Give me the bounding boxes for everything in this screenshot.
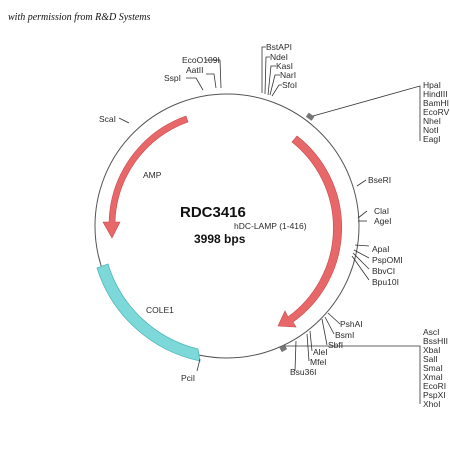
site-bsmi: BsmI <box>335 330 354 340</box>
mcs1-site: EagI <box>423 134 441 144</box>
site-apai: ApaI <box>372 244 390 254</box>
site-bstapi: BstAPI <box>266 42 292 52</box>
mcs1-site: HindIII <box>423 89 448 99</box>
mcs2-site: XmaI <box>423 372 443 382</box>
site-pspomi: PspOMI <box>372 255 403 265</box>
plasmid-name: RDC3416 <box>180 204 246 221</box>
mcs1-list: HpaI HindIII BamHI EcoRV NheI NotI EagI <box>423 80 450 144</box>
plasmid-size: 3998 bps <box>194 232 246 246</box>
plasmid-backbone <box>94 93 360 359</box>
mcs1-marker <box>305 112 315 121</box>
mcs1-site: BamHI <box>423 98 449 108</box>
site-ndei: NdeI <box>270 52 288 62</box>
mcs1-site: HpaI <box>423 80 441 90</box>
site-sbfi: SbfI <box>328 340 343 350</box>
mcs2-site: AscI <box>423 327 440 337</box>
site-bpu10i: Bpu10I <box>372 277 399 287</box>
site-leaders <box>118 46 421 404</box>
mcs2-marker <box>279 344 288 353</box>
credit-text: with permission from R&D Systems <box>8 12 151 23</box>
mcs2-site: PspXI <box>423 390 446 400</box>
site-alei: AleI <box>313 347 328 357</box>
site-bseri: BseRI <box>368 175 391 185</box>
mcs2-site: XbaI <box>423 345 441 355</box>
mcs2-site: SmaI <box>423 363 443 373</box>
amp-label: AMP <box>143 170 162 180</box>
site-sfoi: SfoI <box>282 80 297 90</box>
site-clai: ClaI <box>374 206 389 216</box>
mcs1-site: NotI <box>423 125 439 135</box>
cole1-feature <box>96 263 201 362</box>
mcs1-site: EcoRV <box>423 107 450 117</box>
site-aatii: AatII <box>186 65 203 75</box>
insert-label: hDC-LAMP (1-416) <box>234 221 307 231</box>
site-pshai: PshAI <box>340 319 363 329</box>
site-ecoo109i: EcoO109I <box>182 55 220 65</box>
cole1-label: COLE1 <box>146 305 174 315</box>
mcs2-site: BssHII <box>423 336 448 346</box>
site-mfei: MfeI <box>310 357 327 367</box>
site-pcii: PciI <box>181 373 195 383</box>
site-scai: ScaI <box>99 114 116 124</box>
site-nari: NarI <box>280 70 296 80</box>
site-bsu36i: Bsu36I <box>290 367 316 377</box>
site-kasi: KasI <box>276 61 293 71</box>
site-agei: AgeI <box>374 216 392 226</box>
site-bbvci: BbvCI <box>372 266 395 276</box>
site-sspi: SspI <box>164 73 181 83</box>
mcs2-list: AscI BssHII XbaI SalI SmaI XmaI EcoRI Ps… <box>423 327 448 409</box>
amp-arrow <box>102 115 189 239</box>
mcs2-site: SalI <box>423 354 438 364</box>
mcs1-site: NheI <box>423 116 441 126</box>
mcs2-site: XhoI <box>423 399 441 409</box>
insert-arrow <box>277 135 342 328</box>
mcs2-site: EcoRI <box>423 381 446 391</box>
